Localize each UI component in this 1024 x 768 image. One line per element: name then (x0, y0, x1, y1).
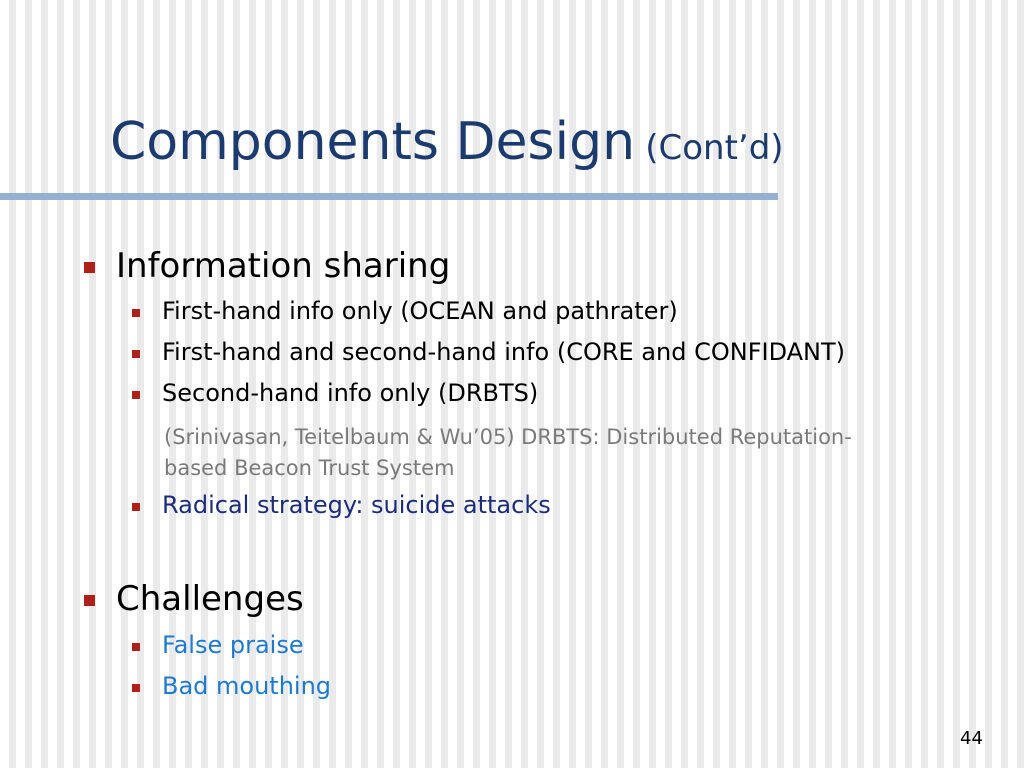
bullet-text: Radical strategy: suicide attacks (162, 491, 551, 519)
bullet-square-icon (132, 309, 140, 317)
bullet-text: Second-hand info only (DRBTS) (162, 379, 539, 407)
sub-bullet-first-and-second-hand: First-hand and second-hand info (CORE an… (132, 338, 845, 366)
title-underline (0, 193, 778, 200)
sub-bullet-second-hand-only: Second-hand info only (DRBTS) (132, 379, 538, 407)
bullet-text: Bad mouthing (162, 672, 332, 700)
citation-note: (Srinivasan, Teitelbaum & Wu’05) DRBTS: … (164, 422, 964, 484)
sub-bullet-radical-strategy: Radical strategy: suicide attacks (132, 491, 551, 519)
bullet-text: First-hand info only (OCEAN and pathrate… (162, 297, 678, 325)
sub-bullet-first-hand-only: First-hand info only (OCEAN and pathrate… (132, 297, 678, 325)
bullet-square-icon (132, 684, 140, 692)
slide-title: Components Design (Cont’d) (110, 112, 784, 172)
bullet-square-icon (132, 391, 140, 399)
bullet-information-sharing: Information sharing (84, 246, 450, 286)
slide-title-suffix: (Cont’d) (645, 128, 784, 168)
sub-bullet-bad-mouthing: Bad mouthing (132, 672, 331, 700)
bullet-text: First-hand and second-hand info (CORE an… (162, 338, 846, 366)
bullet-square-icon (132, 350, 140, 358)
citation-note-line: (Srinivasan, Teitelbaum & Wu’05) DRBTS: … (164, 425, 852, 449)
bullet-square-icon (84, 262, 95, 273)
bullet-text: Challenges (116, 579, 304, 619)
bullet-square-icon (132, 503, 140, 511)
bullet-square-icon (84, 595, 95, 606)
bullet-text: False praise (162, 631, 304, 659)
bullet-text: Information sharing (116, 246, 451, 286)
page-number: 44 (960, 728, 983, 749)
bullet-challenges: Challenges (84, 579, 304, 619)
slide-title-main: Components Design (110, 112, 636, 172)
sub-bullet-false-praise: False praise (132, 631, 304, 659)
citation-note-line: based Beacon Trust System (164, 456, 455, 480)
bullet-square-icon (132, 643, 140, 651)
